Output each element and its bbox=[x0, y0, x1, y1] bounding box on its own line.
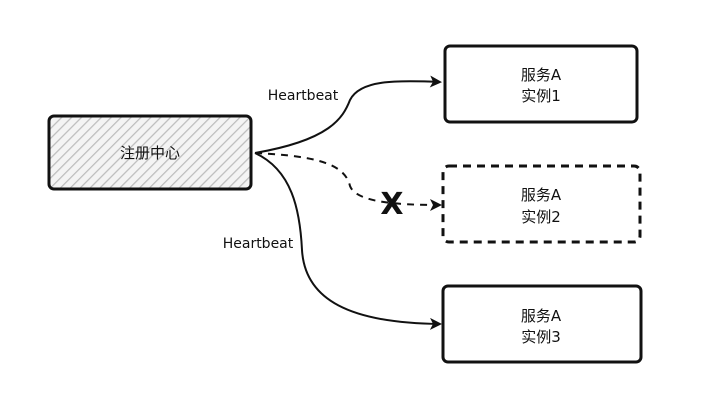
heartbeat-edge-3-label: Heartbeat bbox=[223, 236, 294, 252]
instance-2-name-label: 实例2 bbox=[521, 208, 561, 226]
registry-box bbox=[47, 114, 253, 191]
instance-node-3: 服务A 实例3 bbox=[441, 284, 643, 364]
heartbeat-edge-3 bbox=[254, 152, 442, 330]
instance-1-box bbox=[443, 44, 639, 124]
instance-3-service-label: 服务A bbox=[521, 307, 562, 325]
heartbeat-edge-1-label: Heartbeat bbox=[268, 88, 339, 104]
instance-3-box bbox=[441, 284, 643, 364]
registry-label: 注册中心 bbox=[120, 144, 180, 162]
heartbeat-edge-1 bbox=[254, 75, 442, 154]
failed-connection-x-mark: X bbox=[380, 187, 403, 222]
instance-1-service-label: 服务A bbox=[521, 66, 562, 84]
instance-2-service-label: 服务A bbox=[521, 186, 562, 204]
failed-heartbeat-edge-2 bbox=[254, 152, 442, 211]
registry-node: 注册中心 bbox=[47, 114, 253, 191]
instance-1-name-label: 实例1 bbox=[521, 87, 561, 105]
instance-3-name-label: 实例3 bbox=[521, 328, 561, 346]
instance-2-box bbox=[441, 164, 642, 244]
instance-node-1: 服务A 实例1 bbox=[443, 44, 639, 124]
instance-node-2: 服务A 实例2 bbox=[441, 164, 642, 244]
